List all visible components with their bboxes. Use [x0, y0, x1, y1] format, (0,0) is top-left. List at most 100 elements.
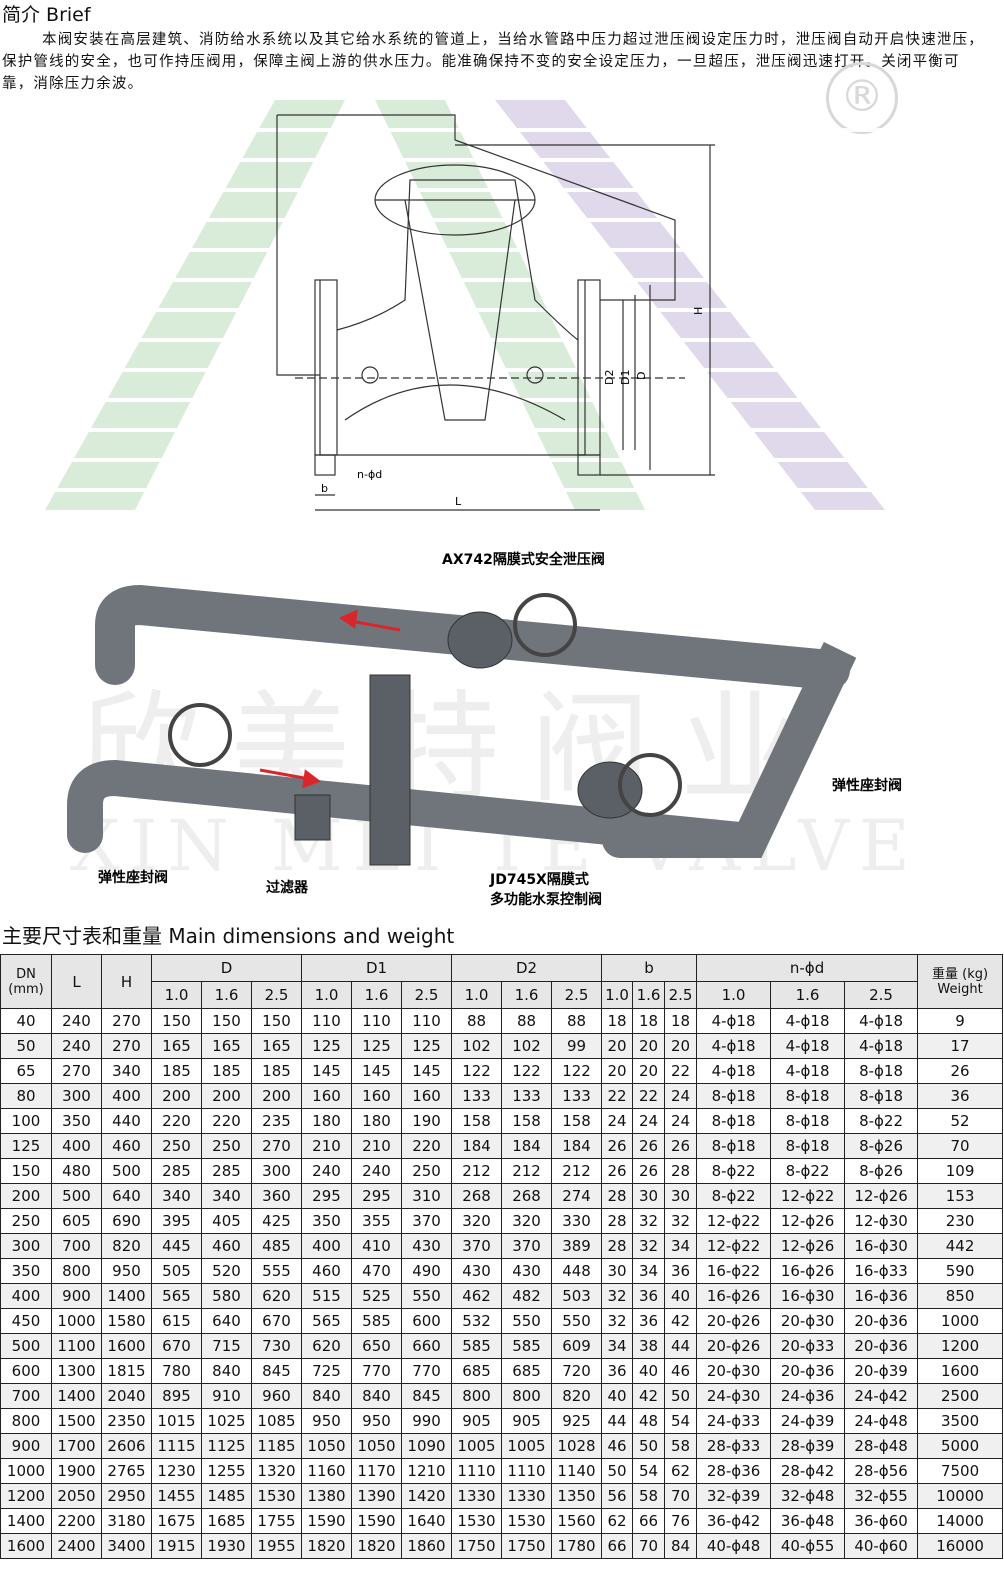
table-cell: 24 — [664, 1083, 698, 1109]
table-cell: 470 — [351, 1258, 402, 1284]
table-cell: 500 — [0, 1333, 52, 1359]
table-cell: 20-ϕ26 — [696, 1308, 772, 1334]
table-cell: 1200 — [0, 1483, 52, 1509]
table-cell: 8-ϕ22 — [696, 1158, 772, 1184]
table-cell: 20-ϕ30 — [770, 1308, 846, 1334]
table-cell: 2500 — [917, 1383, 1004, 1409]
table-cell: 400 — [51, 1133, 102, 1159]
table-cell: 160 — [400, 1083, 453, 1109]
table-cell: 88 — [501, 1008, 553, 1034]
table-cell: 24 — [664, 1108, 698, 1134]
table-cell: 190 — [400, 1108, 453, 1134]
table-cell: 235 — [251, 1108, 302, 1134]
brief-text: 本阀安装在高层建筑、消防给水系统以及其它给水系统的管道上，当给水管路中压力超过泄… — [2, 32, 984, 92]
table-cell: 66 — [601, 1533, 634, 1559]
table-cell: 26 — [601, 1158, 634, 1184]
table-cell: 4-ϕ18 — [696, 1058, 772, 1084]
table-cell: 500 — [101, 1158, 152, 1184]
table-cell: 462 — [451, 1283, 503, 1309]
table-cell: 125 — [351, 1033, 402, 1059]
table-cell: 670 — [251, 1308, 302, 1334]
table-cell: 28-ϕ36 — [696, 1458, 772, 1484]
dim-label-d: D — [635, 372, 648, 380]
table-cell: 4-ϕ18 — [696, 1033, 772, 1059]
table-cell: 820 — [101, 1233, 152, 1259]
table-cell: 20 — [632, 1058, 666, 1084]
table-cell: 340 — [201, 1183, 252, 1209]
table-cell: 1590 — [301, 1508, 352, 1534]
table-cell: 250 — [201, 1133, 252, 1159]
table-cell: 12-ϕ26 — [770, 1233, 846, 1259]
table-cell: 153 — [917, 1183, 1004, 1209]
table-cell: 165 — [201, 1033, 252, 1059]
table-cell: 270 — [101, 1008, 152, 1034]
table-cell: 355 — [351, 1208, 402, 1234]
table-cell: 212 — [451, 1158, 503, 1184]
table-cell: 160 — [301, 1083, 352, 1109]
dim-label-l: L — [455, 495, 462, 508]
section-title: 主要尺寸表和重量 Main dimensions and weight — [2, 924, 455, 948]
table-cell: 158 — [501, 1108, 553, 1134]
table-cell: 185 — [151, 1058, 202, 1084]
table-cell: 620 — [251, 1283, 302, 1309]
table-cell: 1640 — [400, 1508, 453, 1534]
pressure-header: 2.5 — [251, 981, 302, 1009]
table-cell: 185 — [201, 1058, 252, 1084]
table-cell: 158 — [551, 1108, 603, 1134]
dim-label-b: b — [321, 482, 328, 495]
table-cell: 370 — [400, 1208, 453, 1234]
table-cell: 1230 — [151, 1458, 202, 1484]
table-cell: 1400 — [51, 1383, 102, 1409]
table-cell: 268 — [451, 1183, 503, 1209]
table-cell: 24-ϕ42 — [844, 1383, 919, 1409]
table-cell: 1600 — [917, 1358, 1004, 1384]
table-cell: 1125 — [201, 1433, 252, 1459]
table-cell: 8-ϕ26 — [844, 1158, 919, 1184]
table-cell: 20-ϕ30 — [696, 1358, 772, 1384]
table-cell: 715 — [201, 1333, 252, 1359]
table-cell: 8-ϕ18 — [696, 1083, 772, 1109]
col-b: b — [601, 954, 698, 982]
table-cell: 18 — [601, 1008, 634, 1034]
col-l: L — [51, 954, 102, 1009]
table-cell: 1500 — [51, 1408, 102, 1434]
table-cell: 840 — [301, 1383, 352, 1409]
table-cell: 1915 — [151, 1533, 202, 1559]
table-cell: 30 — [664, 1183, 698, 1209]
table-cell: 8-ϕ18 — [844, 1058, 919, 1084]
table-cell: 1700 — [51, 1433, 102, 1459]
table-cell: 3400 — [101, 1533, 152, 1559]
table-cell: 4-ϕ18 — [770, 1033, 846, 1059]
table-cell: 65 — [0, 1058, 52, 1084]
table-cell: 900 — [51, 1283, 102, 1309]
table-cell: 600 — [400, 1308, 453, 1334]
table-cell: 24-ϕ30 — [696, 1383, 772, 1409]
table-cell: 270 — [251, 1133, 302, 1159]
table-cell: 1815 — [101, 1358, 152, 1384]
table-cell: 770 — [400, 1358, 453, 1384]
table-cell: 36 — [632, 1283, 666, 1309]
table-cell: 26 — [632, 1133, 666, 1159]
table-cell: 32 — [664, 1208, 698, 1234]
table-cell: 2606 — [101, 1433, 152, 1459]
table-cell: 20 — [601, 1058, 634, 1084]
table-cell: 32 — [632, 1208, 666, 1234]
valve-technical-drawing: D2 D1 D H n-ϕd b L — [45, 100, 895, 511]
table-cell: 960 — [251, 1383, 302, 1409]
table-cell: 62 — [664, 1458, 698, 1484]
col-d2: D2 — [451, 954, 603, 982]
table-cell: 200 — [201, 1083, 252, 1109]
table-cell: 185 — [251, 1058, 302, 1084]
table-cell: 585 — [451, 1333, 503, 1359]
table-cell: 36-ϕ42 — [696, 1508, 772, 1534]
table-cell: 270 — [101, 1033, 152, 1059]
table-cell: 1005 — [451, 1433, 503, 1459]
table-cell: 36-ϕ48 — [770, 1508, 846, 1534]
table-cell: 16-ϕ30 — [844, 1233, 919, 1259]
table-cell: 1025 — [201, 1408, 252, 1434]
